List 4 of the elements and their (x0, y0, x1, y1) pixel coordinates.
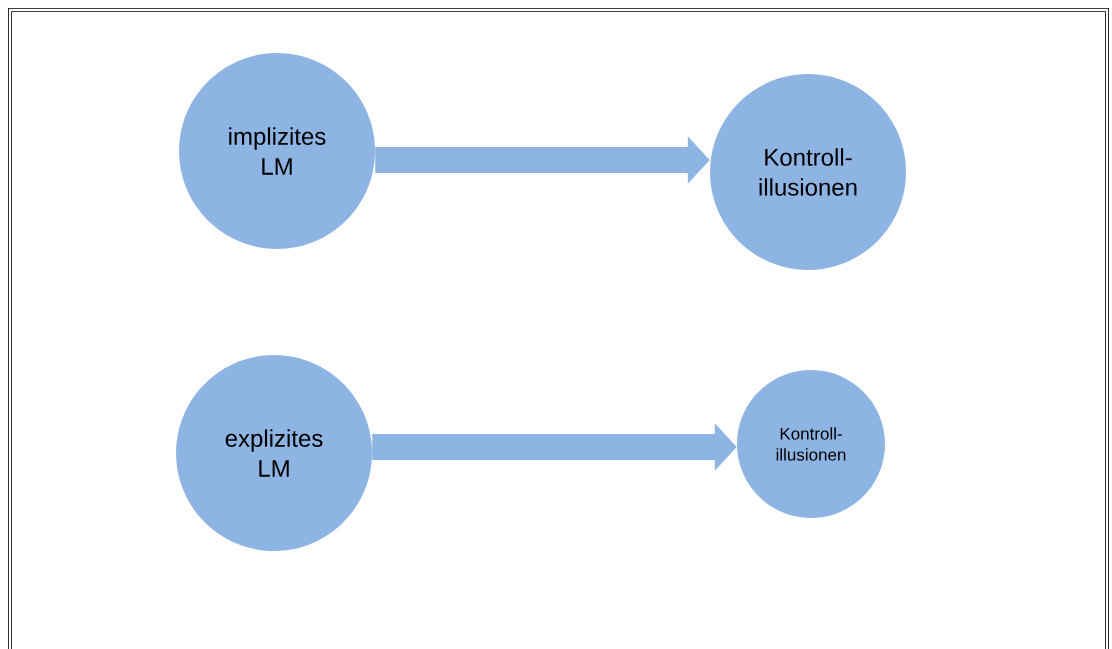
circle-node: implizites LM (179, 53, 375, 249)
circle-node: Kontroll- illusionen (710, 74, 906, 270)
circle-node: explizites LM (176, 355, 372, 551)
circle-node: Kontroll- illusionen (737, 370, 885, 518)
